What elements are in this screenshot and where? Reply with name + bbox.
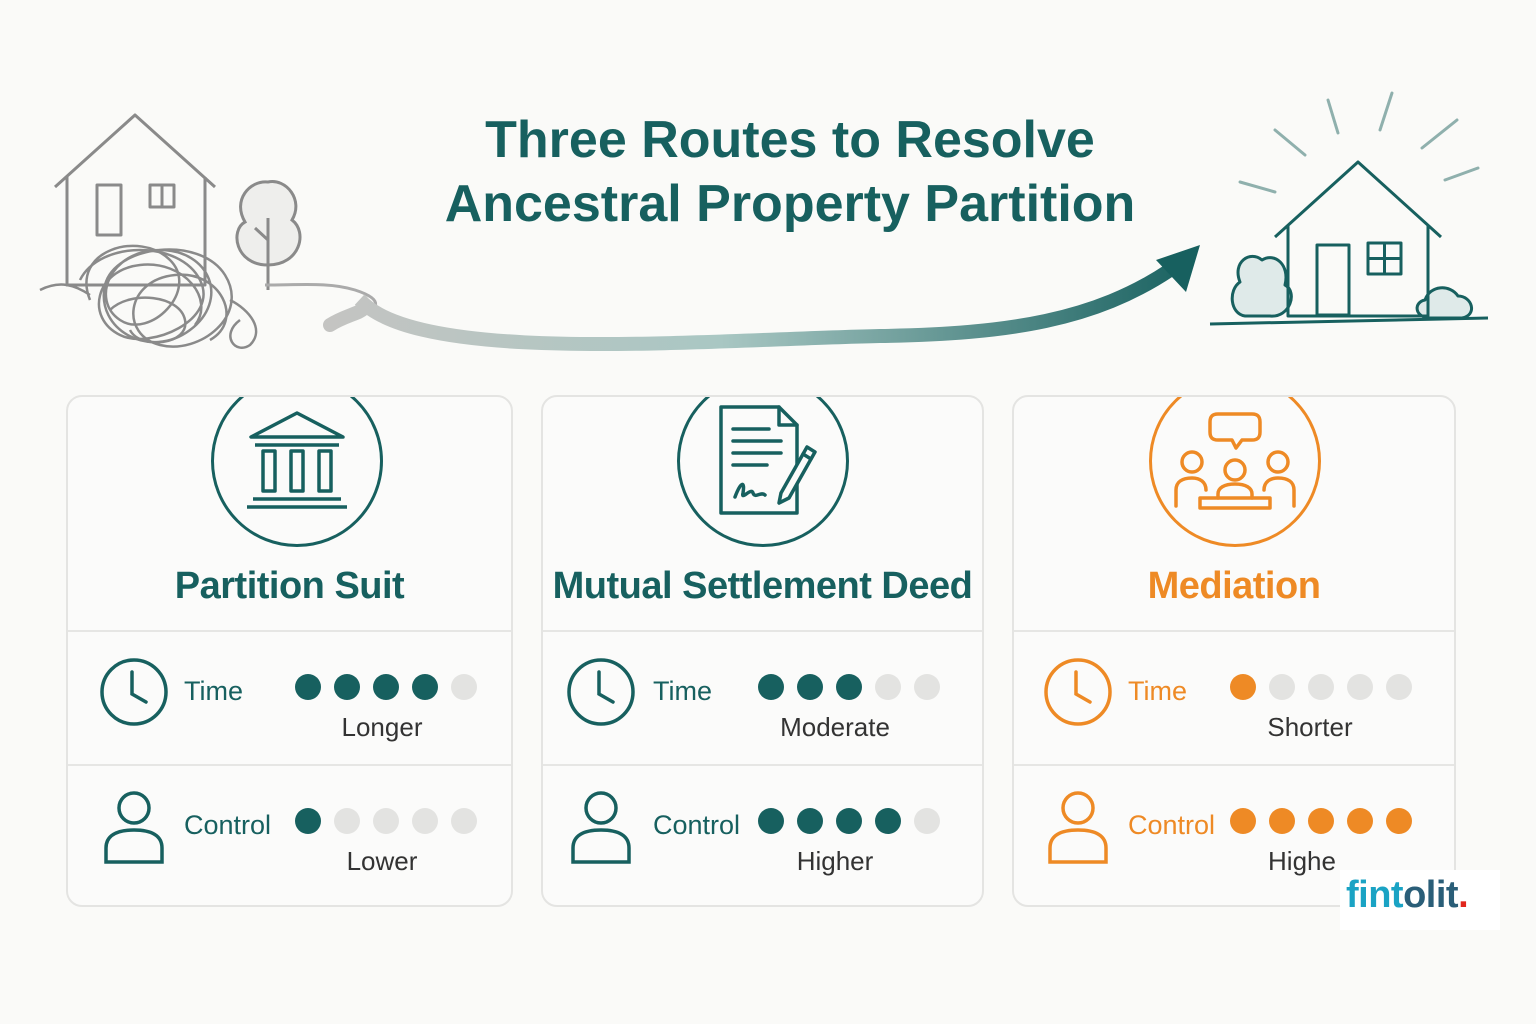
- route-icon-circle: [1149, 397, 1321, 547]
- new-house-icon: [1209, 160, 1489, 326]
- time-label: Time: [184, 676, 243, 706]
- control-rating: [1230, 808, 1412, 834]
- title-line-1: Three Routes to Resolve: [485, 111, 1095, 169]
- rating-dot-empty: [373, 808, 399, 834]
- old-tree-icon: [235, 180, 302, 290]
- journey-illustration: [39, 91, 1489, 352]
- rating-dot-empty: [334, 808, 360, 834]
- control-value: Highe: [1268, 846, 1336, 876]
- progress-path: [323, 263, 1177, 352]
- rating-dot-empty: [1386, 674, 1412, 700]
- rating-dot-filled: [295, 674, 321, 700]
- control-value: Higher: [796, 846, 874, 876]
- time-rating: [295, 674, 477, 700]
- rating-dot-empty: [914, 808, 940, 834]
- control-row: Control Higher: [543, 766, 982, 898]
- brand-part-3: .: [1458, 874, 1469, 916]
- rating-dot-filled: [334, 674, 360, 700]
- rating-dot-filled: [836, 674, 862, 700]
- rating-dot-filled: [836, 808, 862, 834]
- rating-dot-filled: [1230, 808, 1256, 834]
- route-title: Mediation: [1147, 565, 1321, 607]
- control-value: Lower: [346, 846, 418, 876]
- rating-dot-filled: [295, 808, 321, 834]
- time-row: Time Longer: [68, 632, 511, 764]
- route-card-mediation: Mediation Time Shorter Control Highe: [1012, 395, 1456, 907]
- route-title: Partition Suit: [174, 565, 405, 607]
- control-row: Control Highe: [1014, 766, 1454, 898]
- rating-dot-filled: [875, 808, 901, 834]
- control-label: Control: [184, 810, 272, 840]
- divider: [543, 630, 982, 632]
- time-label: Time: [1128, 676, 1187, 706]
- meeting-people-icon: [1174, 412, 1296, 510]
- rating-dot-filled: [373, 674, 399, 700]
- divider: [68, 630, 511, 632]
- route-card-mutual-settlement-deed: Mutual Settlement Deed Time Moderate Con…: [541, 395, 984, 907]
- route-title: Mutual Settlement Deed: [552, 565, 973, 607]
- page-title: Three Routes to Resolve Ancestral Proper…: [0, 108, 1536, 236]
- brand-logo: fintolit.: [1340, 870, 1500, 930]
- route-icon-circle: [677, 397, 849, 547]
- time-rating: [1230, 674, 1412, 700]
- signed-document-icon: [719, 405, 817, 515]
- rating-dot-empty: [451, 808, 477, 834]
- rating-dot-filled: [797, 674, 823, 700]
- route-card-partition-suit: Partition Suit Time Longer Control Lower: [66, 395, 513, 907]
- time-label: Time: [653, 676, 712, 706]
- rating-dot-filled: [412, 674, 438, 700]
- rating-dot-filled: [1386, 808, 1412, 834]
- time-row: Time Moderate: [543, 632, 982, 764]
- rating-dot-filled: [758, 674, 784, 700]
- time-value: Shorter: [1267, 712, 1353, 742]
- rating-dot-empty: [412, 808, 438, 834]
- rating-dot-empty: [914, 674, 940, 700]
- rating-dot-filled: [1230, 674, 1256, 700]
- arrow-head-icon: [1156, 245, 1200, 292]
- brand-part-2: olit: [1403, 874, 1459, 916]
- sun-rays-icon: [1238, 91, 1480, 194]
- rating-dot-empty: [875, 674, 901, 700]
- rating-dot-empty: [1308, 674, 1334, 700]
- rating-dot-empty: [1347, 674, 1373, 700]
- divider: [1014, 630, 1454, 632]
- person-icon: [104, 791, 164, 864]
- rating-dot-filled: [758, 808, 784, 834]
- title-line-2: Ancestral Property Partition: [444, 175, 1136, 233]
- route-icon-circle: [211, 397, 383, 547]
- time-value: Moderate: [780, 712, 890, 742]
- rating-dot-empty: [451, 674, 477, 700]
- control-rating: [295, 808, 477, 834]
- clock-icon: [100, 658, 168, 726]
- brand-part-1: fint: [1346, 874, 1404, 916]
- clock-icon: [1044, 658, 1112, 726]
- old-house-icon: [53, 113, 217, 287]
- control-label: Control: [1128, 810, 1216, 840]
- rating-dot-filled: [797, 808, 823, 834]
- divider: [1014, 764, 1454, 766]
- rating-dot-empty: [1269, 674, 1295, 700]
- rating-dot-filled: [1308, 808, 1334, 834]
- time-value: Longer: [341, 712, 423, 742]
- courthouse-icon: [247, 411, 347, 509]
- rating-dot-filled: [1269, 808, 1295, 834]
- control-label: Control: [653, 810, 741, 840]
- person-icon: [571, 791, 631, 864]
- divider: [543, 764, 982, 766]
- control-row: Control Lower: [68, 766, 511, 898]
- person-icon: [1048, 791, 1108, 864]
- clock-icon: [567, 658, 635, 726]
- tangle-knot-icon: [39, 244, 258, 349]
- control-rating: [758, 808, 940, 834]
- time-row: Time Shorter: [1014, 632, 1454, 764]
- divider: [68, 764, 511, 766]
- rating-dot-filled: [1347, 808, 1373, 834]
- time-rating: [758, 674, 940, 700]
